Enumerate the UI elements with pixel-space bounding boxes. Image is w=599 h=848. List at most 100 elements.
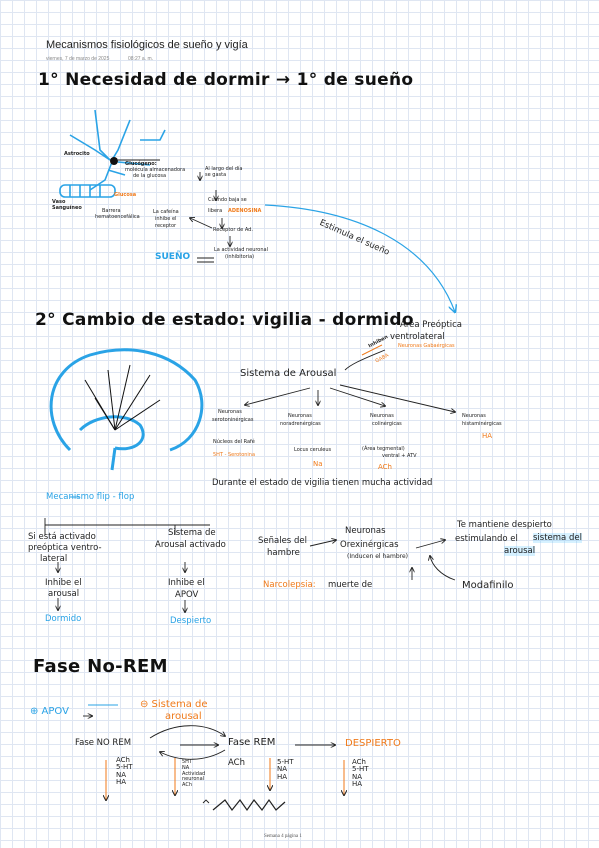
col2-item: 5HT [182, 759, 192, 765]
col3-list: 5-HT NA HA [277, 758, 294, 781]
col4-item: HA [352, 780, 363, 789]
c2-arousal-activado: Arousal activado [155, 540, 226, 550]
col3-item: NA [277, 765, 288, 774]
label-durante-vigilia: Durante el estado de vigilia tienen much… [212, 478, 433, 488]
label-glucogeno-desc: molécula almacenadora [125, 167, 186, 173]
n4-histaminergicas: histaminérgicas [462, 421, 502, 427]
label-astrocito: Astrocito [64, 151, 90, 157]
page-date: viernes, 7 de marzo de 2025 [46, 56, 110, 62]
label-cafeina1: La cafeína [153, 209, 179, 215]
n3-ach: ACh [378, 463, 392, 471]
label-adenosina: ADENOSINA [228, 208, 262, 214]
n2-neuronas: Neuronas [288, 413, 312, 419]
col4-list: ACh 5-HT NA HA [352, 758, 369, 789]
c2-apov: APOV [175, 590, 199, 600]
col3-item: HA [277, 772, 288, 781]
col1-item: HA [116, 778, 127, 787]
c1-preoptica: preóptica ventro- [28, 543, 102, 553]
page-footer: Semana 4 página 1 [264, 834, 302, 839]
astrocyte-body [110, 157, 118, 165]
c1-dormido: Dormido [45, 614, 82, 624]
col2-item: Actividad [182, 770, 206, 777]
c1-si-activado: Si está activado [28, 532, 96, 542]
n1-serotoninergicas: serotoninérgicas [212, 417, 254, 423]
n3-ventral-atv: ventral + ATV [382, 453, 417, 459]
label-mantiene: Te mantiene despierto [457, 520, 552, 530]
n4-neuronas: Neuronas [462, 413, 486, 419]
label-senales: Señales del [258, 536, 307, 546]
label-sistema-del: sistema del [533, 533, 582, 543]
label-ach-rem: ACh [228, 758, 245, 768]
label-fase-no-rem: Fase NO REM [75, 738, 132, 748]
label-narcolepsia: Narcolepsia: [263, 580, 316, 590]
col1-item: 5-HT [116, 763, 133, 772]
section2-heading: 2° Cambio de estado: vigilia - dormido [35, 310, 414, 330]
label-cafeina3: receptor [155, 223, 177, 229]
flow-step1a: Al largo del día [205, 166, 243, 172]
label-neuronas-gabaergicas: Neuronas Gabaérgicas [398, 343, 455, 349]
col2-item: NA [182, 764, 190, 771]
col4-item: 5-HT [352, 765, 369, 774]
label-inducen-hambre: (Inducen el hambre) [347, 553, 408, 560]
flow-step1b: se gasta [205, 172, 227, 178]
flow-step2b: libera [208, 208, 223, 214]
label-despierto-final: DESPIERTO [345, 738, 401, 749]
label-sistema-arousal: Sistema de Arousal [240, 368, 337, 379]
c2-despierto: Despierto [170, 616, 212, 626]
label-actividad1: La actividad neuronal [214, 247, 268, 253]
label-orexinergicas: Orexinérgicas [340, 540, 399, 550]
label-receptor: Receptor de Ad. [213, 227, 253, 233]
n3-area-tegmental: (Área tegmental) [362, 446, 405, 452]
col1-item: NA [116, 770, 127, 779]
label-vaso: Vaso [52, 199, 66, 205]
col3-item: 5-HT [277, 758, 294, 766]
n1-nucleos-rafe: Núcleos del Rafé [213, 439, 255, 445]
label-glucogeno-desc2: de la glucosa [133, 173, 167, 179]
label-mant-arousal: arousal [504, 546, 536, 556]
label-glucogeno: Glucógeno: [125, 161, 157, 167]
c1-lateral: lateral [40, 554, 68, 564]
label-hematoencefalica: hematoencefálica [95, 214, 140, 220]
section1-heading: 1° Necesidad de dormir → 1° de sueño [38, 70, 414, 90]
n1-5ht: 5HT - Serotonina [213, 452, 256, 458]
col4-item: NA [352, 772, 363, 781]
col2-item: neuronal [182, 776, 205, 783]
brain-sketch [49, 348, 204, 471]
n4-ha: HA [482, 432, 493, 440]
n3-colinergicas: colinérgicas [372, 421, 402, 427]
label-orex-neuronas: Neuronas [345, 526, 386, 536]
label-flipflop: Mecanismo flip - flop [46, 492, 135, 502]
label-apov-plus: ⊕ APOV [30, 706, 69, 717]
label-muerte-de: muerte de [328, 580, 373, 590]
label-actividad2: (inhibitoria) [225, 254, 255, 260]
c1-inhibe: Inhibe el [45, 578, 82, 588]
label-cafeina2: inhibe el [155, 216, 177, 222]
label-area-preoptica: Área Preóptica [400, 320, 462, 330]
label-glucosa: Glucosa [114, 192, 137, 198]
col2-item: ACh [182, 782, 192, 788]
col1-list: ACh 5-HT NA HA [116, 756, 133, 787]
c1-arousal: arousal [48, 589, 80, 599]
c2-sistema: Sistema de [168, 528, 216, 538]
label-sistema-arousal2: arousal [165, 711, 202, 722]
col1-item: ACh [116, 756, 130, 764]
label-sanguineo: Sanguíneo [52, 205, 82, 211]
label-sistema-menos: ⊖ Sistema de [140, 699, 208, 710]
label-barrera: Barrera [102, 208, 121, 214]
n1-neuronas: Neuronas [218, 409, 242, 415]
n3-neuronas: Neuronas [370, 413, 394, 419]
col4-item: ACh [352, 758, 366, 766]
label-sueno: SUEÑO [155, 252, 191, 262]
col2-list: 5HT NA Actividad neuronal ACh [182, 759, 206, 789]
label-fase-rem: Fase REM [228, 737, 276, 748]
page-title: Mecanismos fisiológicos de sueño y vigía [46, 39, 248, 51]
astrocyte-sketch [59, 109, 166, 198]
label-ventrolateral: ventrolateral [390, 332, 445, 342]
page-time: 08:27 a. m. [128, 56, 154, 62]
n2-na: Na [313, 460, 323, 468]
label-estimulando: estimulando el [455, 534, 518, 544]
label-hambre: hambre [267, 548, 300, 558]
label-modafinilo: Modafinilo [462, 580, 514, 591]
c2-inhibe: Inhibe el [168, 578, 205, 588]
